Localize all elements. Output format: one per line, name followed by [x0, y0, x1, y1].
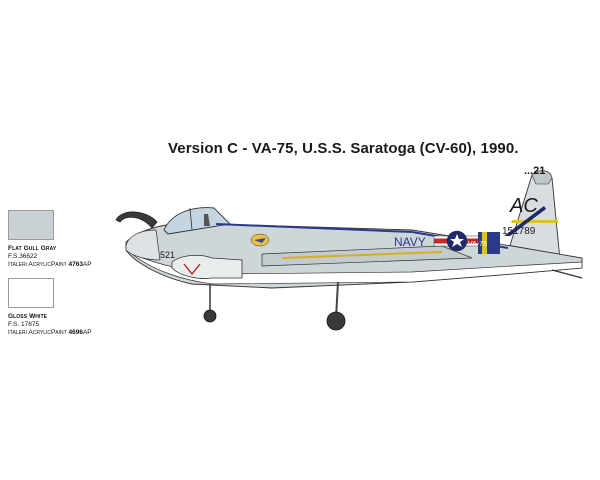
aircraft-profile: ...21 AC 151789 NAVY VA-75 521: [115, 165, 583, 331]
canopy: [163, 207, 231, 235]
paint-label: Italeri AcrylicPaint: [8, 329, 69, 336]
lower-fuselage: [131, 253, 583, 285]
swatch-fs-code: F.S. 17875: [8, 321, 40, 328]
ejection-seat: [204, 214, 210, 226]
paint-code: 4696: [68, 329, 83, 336]
swatch-paint: Italeri AcrylicPaint 4696AP: [8, 329, 92, 336]
nose-number: 521: [160, 250, 175, 260]
tail-chevron: [504, 206, 546, 236]
red-danger-arrow: [183, 263, 201, 276]
color-chip: [8, 278, 54, 308]
paint-label: Italeri AcrylicPaint: [8, 261, 69, 268]
bureau-number: 151789: [502, 226, 536, 237]
swatch-paint: Italeri AcrylicPaint 4763AP: [8, 261, 92, 268]
squadron-lettering: VA-75: [468, 241, 487, 248]
national-insignia: [433, 230, 481, 252]
main-gear-wheel: [326, 311, 346, 331]
engine-nacelle: [171, 254, 243, 279]
swatch-flat-gull-gray: Flat Gull Gray F.S.36622 Italeri Acrylic…: [8, 210, 92, 268]
nose-radome: [125, 229, 161, 261]
tail-cap: [531, 170, 553, 185]
swatch-name: Flat Gull Gray: [8, 245, 57, 252]
refuel-probe: [115, 211, 158, 229]
paint-suffix: AP: [82, 261, 92, 268]
paint-code: 4763: [68, 261, 83, 268]
canopy-frame: [189, 207, 193, 231]
tail-code: AC: [509, 195, 538, 217]
swatch-gloss-white: Gloss White F.S. 17875 Italeri AcrylicPa…: [8, 278, 92, 336]
navy-lettering: NAVY: [394, 235, 426, 249]
squadron-badge: [250, 233, 270, 247]
color-chip: [8, 210, 54, 240]
tail-stripe: [511, 220, 558, 223]
tail-modex: ...21: [524, 165, 545, 177]
paint-suffix: AP: [82, 329, 92, 336]
swatch-fs-code: F.S.36622: [8, 253, 38, 260]
wing-root: [261, 245, 473, 267]
nose-gear-wheel: [203, 309, 217, 323]
swatch-name: Gloss White: [8, 313, 48, 320]
page-title: Version C - VA-75, U.S.S. Saratoga (CV-6…: [168, 140, 519, 157]
tail-hook: [551, 269, 583, 279]
wing-stripe: [281, 251, 443, 259]
fin-squadron-band-yellow: [482, 232, 487, 254]
